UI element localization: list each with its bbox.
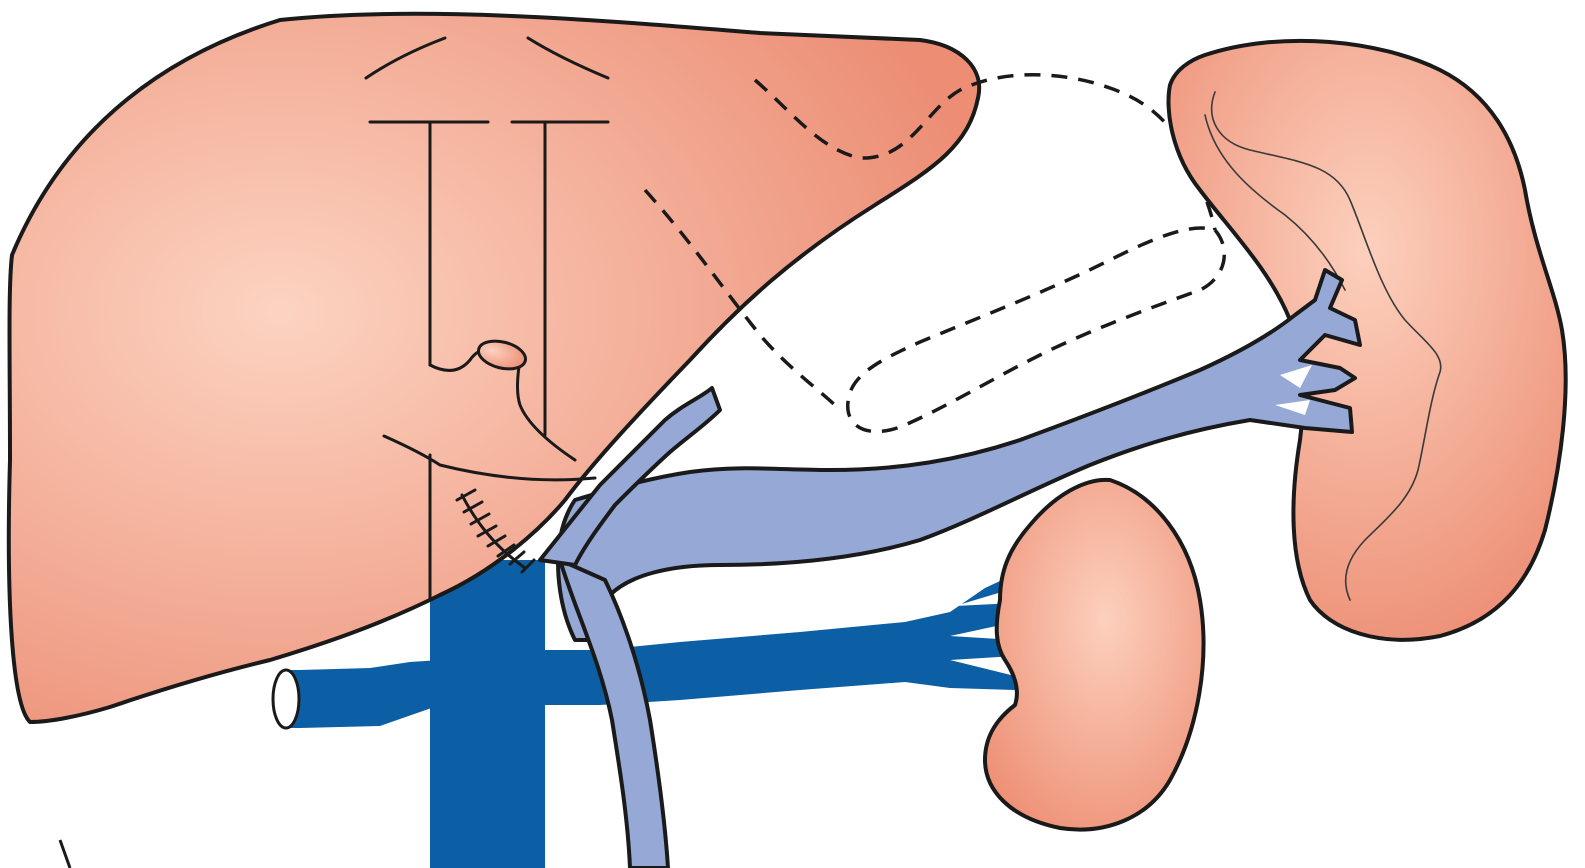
right-renal-vein [285,660,440,728]
left-kidney [985,480,1203,830]
renal-vein-cut-end [273,670,299,728]
left-renal-vein [470,574,1015,705]
kidney-outline [985,480,1203,830]
spleen [1169,41,1566,640]
superior-mesenteric-vein [560,560,668,868]
inferior-vena-cava [430,560,545,868]
spleen-outline [1169,41,1566,640]
pointer-tick [60,840,70,868]
